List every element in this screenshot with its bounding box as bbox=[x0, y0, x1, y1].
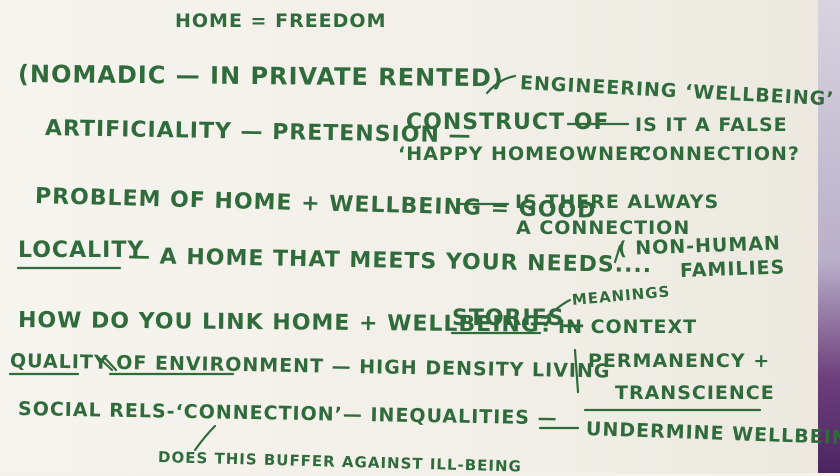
note-stories: STORIES bbox=[452, 306, 565, 331]
note-always-connection-1: IS THERE ALWAYS bbox=[515, 191, 720, 213]
note-in-context: IN CONTEXT bbox=[558, 316, 698, 338]
note-nomadic: (NOMADIC — IN PRIVATE RENTED) bbox=[17, 60, 504, 93]
note-home-freedom: HOME = FREEDOM bbox=[175, 10, 387, 32]
note-transcience: TRANSCIENCE bbox=[615, 382, 775, 404]
note-always-connection-2: A CONNECTION bbox=[516, 217, 691, 239]
note-construct-of: CONSTRUCT OF bbox=[406, 110, 610, 135]
note-families: FAMILIES bbox=[679, 256, 786, 282]
note-locality: LOCALITY bbox=[18, 238, 145, 263]
note-happy-homeowner: ‘HAPPY HOMEOWNER’ bbox=[398, 143, 653, 165]
purple-board-edge bbox=[818, 0, 840, 473]
note-false-connection-1: IS IT A FALSE bbox=[635, 114, 788, 136]
note-false-connection-2: CONNECTION? bbox=[637, 143, 800, 165]
note-permanency: PERMANENCY + bbox=[588, 350, 771, 372]
